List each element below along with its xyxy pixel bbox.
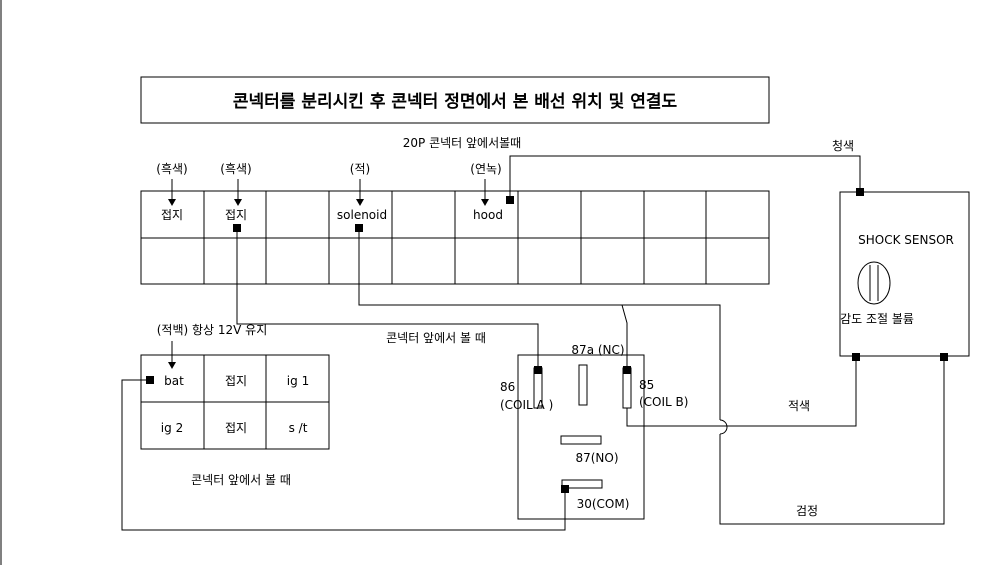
power-note: (적백) 항상 12V 유지 xyxy=(157,323,268,337)
sensitivity-knob-label: 감도 조절 볼륨 xyxy=(840,312,914,326)
hood-pin-dot xyxy=(506,196,514,204)
red-wire xyxy=(626,358,857,427)
ground-to-coil-a-wire xyxy=(236,231,539,368)
battery-wire xyxy=(121,379,566,531)
pin-85-dot xyxy=(623,366,631,374)
cell-st: s /t xyxy=(289,421,308,435)
bat-pin-dot xyxy=(146,376,154,384)
pin-30-terminal xyxy=(561,479,603,489)
pin-86-dot xyxy=(534,366,542,374)
pin-87-terminal xyxy=(560,435,602,445)
black-wire-label: 검정 xyxy=(796,504,818,518)
sensitivity-knob-icon xyxy=(857,261,891,305)
shock-sensor-box xyxy=(839,191,970,357)
relay-caption: 콘넥터 앞에서 볼 때 xyxy=(386,331,486,345)
diagram-title: 콘넥터를 분리시킨 후 콘넥터 정면에서 본 배선 위치 및 연결도 xyxy=(233,91,678,112)
sensor-top-pin xyxy=(856,188,864,196)
cell-solenoid: solenoid xyxy=(337,208,387,222)
cell-ground-2: 접지 xyxy=(225,208,247,222)
cell-ig1: ig 1 xyxy=(287,374,309,388)
title-box xyxy=(140,76,770,124)
pin-85-name: (COIL B) xyxy=(639,395,688,409)
cell-power-ground-2: 접지 xyxy=(225,421,247,435)
wire-color-label-2: (흑색) xyxy=(220,162,251,176)
pin-86-label: 86 xyxy=(500,380,515,394)
cell-ground-1: 접지 xyxy=(161,208,183,222)
ground-pin-dot xyxy=(233,224,241,232)
cell-hood: hood xyxy=(473,208,503,222)
wire-color-label-4: (연녹) xyxy=(470,162,501,176)
cell-ig2: ig 2 xyxy=(161,421,183,435)
wire-color-label-3: (적) xyxy=(350,162,370,176)
wire-crossover xyxy=(719,419,728,435)
coil-b-riser xyxy=(621,304,628,372)
connector-20p-caption: 20P 콘넥터 앞에서볼때 xyxy=(403,136,521,150)
wire-color-label-1: (흑색) xyxy=(156,162,187,176)
black-wire xyxy=(719,358,945,525)
sensor-pin-black xyxy=(940,353,948,361)
pin-87a-label: 87a (NC) xyxy=(571,343,624,357)
shock-sensor-label: SHOCK SENSOR xyxy=(858,233,954,247)
pin-87a-terminal xyxy=(578,364,588,406)
solenoid-pin-dot xyxy=(355,224,363,232)
relay-box xyxy=(517,354,645,520)
pin-30-label: 30(COM) xyxy=(577,497,630,511)
pin-85-label: 85 xyxy=(639,378,654,392)
power-note-arrow xyxy=(168,341,176,369)
solenoid-wire xyxy=(358,231,721,420)
cell-power-ground-1: 접지 xyxy=(225,374,247,388)
pin-arrows xyxy=(168,179,489,206)
red-wire-label: 적색 xyxy=(788,399,810,413)
power-connector-grid xyxy=(140,354,330,450)
blue-wire-label: 청색 xyxy=(832,139,854,153)
power-connector-caption: 콘넥터 앞에서 볼 때 xyxy=(191,473,291,487)
sensor-pin-red xyxy=(852,353,860,361)
pin-87-label: 87(NO) xyxy=(575,451,618,465)
connector-20p-grid xyxy=(140,190,770,285)
cell-bat: bat xyxy=(164,374,184,388)
pin-86-name: (COIL A ) xyxy=(500,398,553,412)
blue-wire xyxy=(509,155,861,197)
